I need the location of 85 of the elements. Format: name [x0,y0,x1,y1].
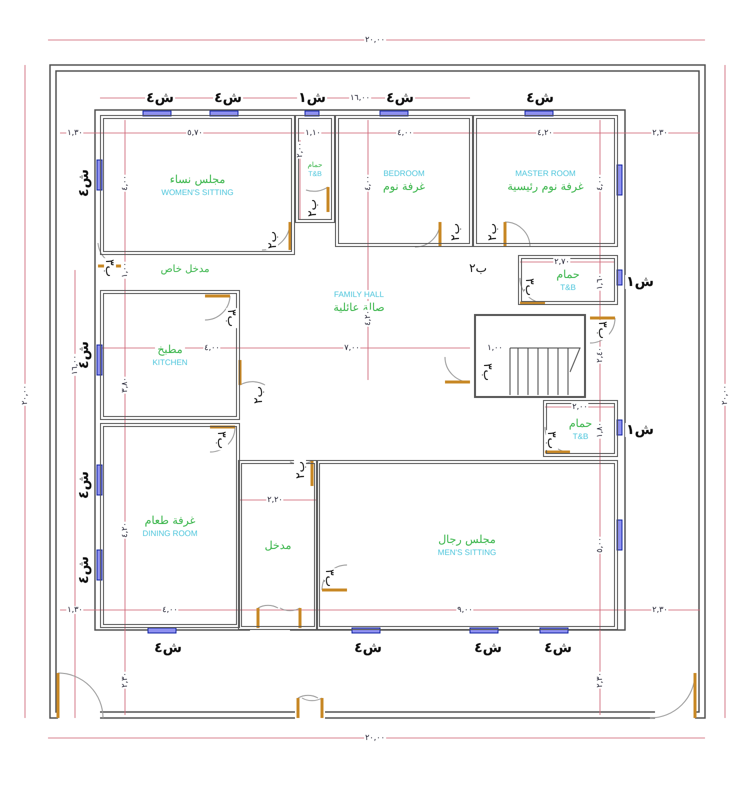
room-label: مدخل [262,538,294,552]
window-tag: ش٤ [385,91,415,105]
dimension-label: ٢,٧٠ [553,258,571,266]
room-label: KITCHEN [150,358,190,367]
door-tag: ب٣ [546,430,558,450]
dimension-label: ٤,٠٠ [121,174,129,192]
room-label: مجلس نساء [168,173,228,186]
dimension-label: ١,٣٠ [66,606,84,614]
door-tag: ب٢ [266,230,278,250]
dimension-label: ١,٠٠ [121,261,129,279]
dimension-label: ٤,٠٠ [203,344,221,352]
dimension-label: ٥,٠٠ [596,536,604,554]
dimension-label: ١٦,٠٠ [71,354,79,376]
dimension-label: ٤,٢٠ [121,521,129,539]
dimension-label: ٢,٣٠ [651,129,669,137]
area-label: مدخل خاص [160,265,210,275]
window-tag: ش١ [625,275,655,289]
room-label: BEDROOM [381,169,427,178]
dimension-label: ١,١٠ [304,129,322,137]
dimension-label: ١٦,٠٠ [349,94,371,102]
window-tag: ش٤ [213,91,243,105]
door-tag: ب٢ [252,385,264,405]
room-label: حمام [554,268,582,281]
dimension-label: ٢,٠٠ [571,403,589,411]
room-label: DINING ROOM [140,528,200,538]
dimension-label: ٢,٢٠ [266,496,284,504]
dimension-label: ٤,٢٠ [364,309,372,327]
door-tag: ب٣ [324,568,336,588]
room-label: WOMEN'S SITTING [159,188,236,197]
window-tag: ش٤ [525,91,555,105]
door-tag: ب٢ [468,262,488,274]
window-tag: ش٤ [353,641,383,655]
room-label: T&B [570,432,590,440]
room-label: FAMILY HALL [332,290,386,299]
room-label: MEN'S SITTING [436,548,498,557]
door-tag: ب٣ [482,362,494,382]
dimension-label: ٢٠,٠٠ [21,384,29,406]
dimension-label: ٢٠,٠٠ [721,384,729,406]
dimension-label: ٩,٠٠ [456,606,474,614]
dimension-label: ٢,٣٠ [121,671,129,689]
dimension-label: ٢,٣٠ [651,606,669,614]
window-tag: ش٤ [473,641,503,655]
room-label: MASTER ROOM [513,169,578,178]
room-label: حمام [566,416,594,430]
dimension-label: ١,٣٠ [66,129,84,137]
window-tag: ش٤ [77,470,91,500]
room-label: T&B [558,283,578,292]
room-label: غرفة نوم [380,180,428,193]
dimension-label: ٤,٠٠ [396,129,414,137]
dimension-label: ٣,٨٠ [121,376,129,394]
room-label: مجلس رجال [436,533,498,546]
dimension-label: ٤,٠٠ [364,174,372,192]
window-tag: ش٤ [77,555,91,585]
dimension-label: ٢,٣٠ [596,671,604,689]
window-tag: ش٤ [77,340,91,370]
door-tag: ب٢ [306,198,318,218]
window-tag: ش١ [625,423,655,437]
dimension-label: ٢,٤٠ [596,346,604,364]
door-tag: ب٣ [524,277,536,297]
window-tag: ش١ [297,91,327,105]
door-tag: ب٣ [104,258,116,278]
door-tag: ب٣ [597,320,609,340]
dimension-label: ٥,٧٠ [186,129,204,137]
dimension-label: ٢,٠٠ [296,141,304,159]
window-tag: ش٤ [145,91,175,105]
door-tag: ب٢ [294,460,306,480]
dimension-label: ٤,٢٠ [536,129,554,137]
window-tag: ش٤ [77,168,91,198]
dimension-label: ١,٨٠ [596,421,604,439]
dimension-label: ٤,٠٠ [596,174,604,192]
door-tag: ب٣ [216,430,228,450]
dimension-label: ٢٠,٠٠ [364,36,386,44]
room-label: غرفة طعام [142,514,198,526]
door-tag: ب٢ [486,222,498,242]
window-tag: ش٤ [153,641,183,655]
dimension-label: ٧,٠٠ [343,344,361,352]
dimension-label: ١,٠٠ [486,344,504,352]
dimension-label: ٢٠,٠٠ [364,734,386,742]
room-label: مطبخ [155,343,185,356]
room-label: غرفة نوم رئيسية [505,180,586,193]
door-tag: ب٣ [226,308,238,328]
dimension-label: ٤,٠٠ [161,606,179,614]
window-tag: ش٤ [543,641,573,655]
door-tag: ب٢ [449,222,461,242]
dimension-label: ١,٦٠ [596,273,604,291]
